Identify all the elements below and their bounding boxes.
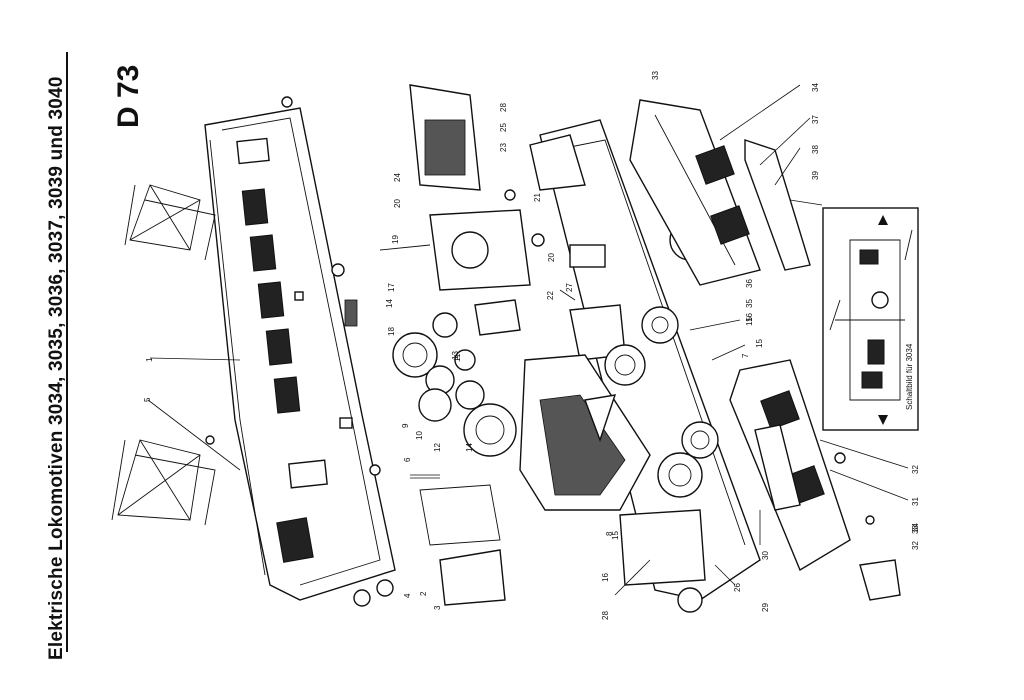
part-number: 3 [433, 605, 442, 610]
part-number: 8 [605, 531, 614, 536]
bogie-lower [619, 359, 901, 613]
part-number: 14 [385, 299, 394, 308]
part-number: 29 [761, 603, 770, 612]
part-number: 5 [143, 397, 152, 402]
title-rule [66, 52, 68, 652]
part-number: 10 [415, 431, 424, 440]
part-number: 21 [533, 193, 542, 202]
small-parts-left [353, 474, 506, 607]
part-number: 15 [755, 339, 764, 348]
schematic-label: Schaltbild für 3034 [905, 343, 914, 410]
part-number: 23 [499, 143, 508, 152]
part-number: 7 [741, 353, 750, 358]
pantograph-top [124, 184, 216, 261]
part-number: 13 [451, 351, 460, 360]
motor-gear-cluster [379, 84, 545, 457]
part-number: 27 [565, 283, 574, 292]
part-number: 17 [387, 283, 396, 292]
part-number: 35 [745, 299, 754, 308]
part-number: 2 [419, 591, 428, 596]
part-number: 22 [546, 291, 555, 300]
part-number: 32 [911, 541, 920, 550]
part-number: 37 [811, 115, 820, 124]
part-number: 9 [401, 423, 410, 428]
part-number: 26 [733, 583, 742, 592]
ballast-housing [519, 354, 651, 511]
part-number: 33 [651, 71, 660, 80]
part-number: 16 [601, 573, 610, 582]
part-number: 39 [811, 171, 820, 180]
part-number: 16 [745, 313, 754, 322]
part-number: 18 [387, 327, 396, 336]
part-number: 12 [433, 443, 442, 452]
part-number: 33 [911, 525, 920, 534]
bogie-upper [629, 99, 823, 286]
part-number: 4 [403, 593, 412, 598]
part-number: 6 [403, 457, 412, 462]
part-number: 25 [499, 123, 508, 132]
leader-lines [147, 84, 909, 596]
wiring-schematic [822, 207, 919, 431]
part-number: 28 [601, 611, 610, 620]
pantograph-bottom [111, 435, 216, 526]
part-number-labels: 1 2 3 4 5 6 7 8 9 10 11 12 13 14 14 15 1… [143, 71, 920, 620]
part-number: 20 [393, 199, 402, 208]
part-number: 38 [811, 145, 820, 154]
part-number: 11 [453, 353, 462, 362]
part-number: 28 [499, 103, 508, 112]
part-number: 34 [911, 523, 920, 532]
part-number: 34 [811, 83, 820, 92]
part-number: 15 [745, 317, 754, 326]
part-number: 32 [911, 465, 920, 474]
part-number: 20 [547, 253, 556, 262]
part-number: 14 [465, 443, 474, 452]
part-number: 19 [391, 235, 400, 244]
part-number: 1 [145, 357, 154, 362]
part-number: 36 [745, 279, 754, 288]
part-number: 31 [911, 497, 920, 506]
part-number: 24 [393, 173, 402, 182]
part-number: 30 [761, 551, 770, 560]
body-shell [204, 96, 396, 601]
part-number: 15 [611, 531, 620, 540]
